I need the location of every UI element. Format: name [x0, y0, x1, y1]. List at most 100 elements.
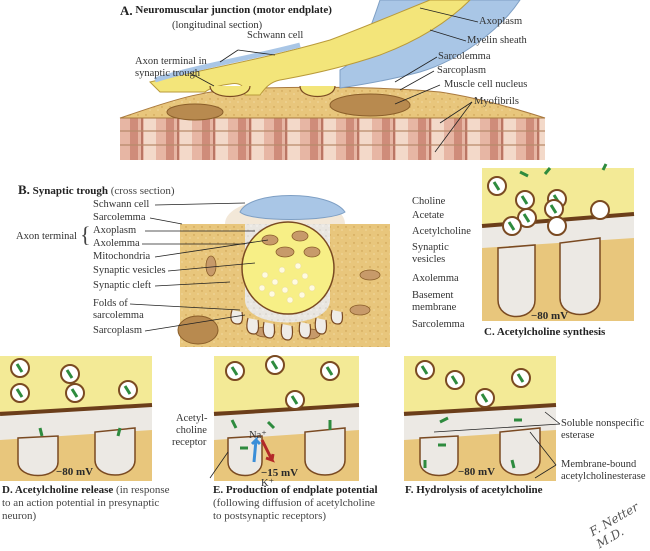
acetylcholine-molecule	[266, 420, 276, 430]
acetylcholine-molecule	[116, 427, 122, 437]
label-b-folds-2: sarcolemma	[93, 310, 144, 321]
vesicle-layer	[10, 163, 610, 469]
schwann-cell-shape	[154, 42, 301, 83]
label-b-schwann-cell: Schwann cell	[93, 199, 150, 210]
panel-f-voltage: −80 mV	[458, 466, 496, 478]
label-f-soluble-1: Soluble nonspecific	[561, 418, 645, 429]
acetylcholine-molecule	[123, 385, 132, 395]
panel-a-artwork	[119, 0, 546, 160]
acetylcholine-molecule	[270, 360, 279, 370]
label-c-acetate: Acetate	[412, 210, 445, 221]
label-c-synaptic-vesicles-1: Synaptic	[412, 242, 449, 253]
synaptic-vesicle	[547, 216, 567, 236]
acetylcholine-molecule	[230, 366, 239, 376]
acetylcholine-molecule	[519, 170, 529, 178]
muscle-nucleus-shape	[166, 103, 224, 121]
panel-e-title-bold: E. Production of endplate potential	[213, 484, 378, 496]
label-b-folds-1: Folds of	[93, 298, 128, 309]
panel-d-subtitle-3: neuron)	[2, 510, 37, 522]
label-c-basement-1: Basement	[412, 290, 454, 301]
label-c-sarcolemma: Sarcolemma	[412, 319, 465, 330]
acetylcholine-molecule	[507, 221, 516, 231]
label-a-muscle-cell-nucleus: Muscle cell nucleus	[444, 79, 528, 90]
acetylcholine-molecule	[15, 363, 24, 373]
label-f-soluble-2: esterase	[561, 430, 595, 441]
acetylcholine-molecule	[522, 213, 531, 223]
k-arrow	[260, 439, 275, 463]
synaptic-vesicle	[590, 200, 610, 220]
label-c-synaptic-vesicles-2: vesicles	[412, 254, 446, 265]
panel-b-subtitle: (cross section)	[110, 185, 175, 197]
acetylcholine-molecule	[520, 195, 529, 205]
label-e-na: Na⁺	[249, 430, 267, 441]
acetylcholine-molecule	[549, 204, 558, 214]
panel-d-title-bold: D. Acetylcholine release	[2, 484, 114, 496]
schwann-cell-shape	[239, 195, 346, 220]
myofibrils-shape	[120, 118, 545, 160]
brace-icon: {	[80, 222, 91, 247]
label-e-receptor-3: receptor	[172, 437, 207, 448]
axon-terminal-shape	[209, 85, 251, 97]
acetylcholine-molecule	[450, 375, 459, 385]
sarcolemma-folds	[230, 309, 344, 341]
panel-a-title: A. Neuromuscular junction (motor endplat…	[120, 4, 335, 19]
acetylcholine-molecule	[325, 366, 334, 376]
label-b-synaptic-cleft: Synaptic cleft	[93, 280, 152, 291]
panel-c-voltage: −80 mV	[531, 310, 569, 322]
acetylcholine-molecule	[492, 181, 501, 191]
label-f-membrane-2: acetylcholinesterase	[561, 471, 646, 482]
label-b-sarcoplasm: Sarcoplasm	[93, 325, 142, 336]
acetylcholine-molecule	[516, 373, 525, 383]
panel-d-subtitle-1: (in response	[116, 484, 170, 496]
acetylcholine-molecule	[510, 459, 516, 469]
label-a-myofibrils: Myofibrils	[474, 96, 519, 107]
label-a-myelin-sheath: Myelin sheath	[467, 35, 527, 46]
panel-a-title-bold: Neuromuscular junction (motor endplate)	[135, 4, 332, 16]
acetylcholine-molecule	[543, 167, 552, 175]
label-b-axoplasm: Axoplasm	[93, 225, 137, 236]
axon-shape	[149, 0, 471, 96]
acetylcholine-molecule	[15, 388, 24, 398]
acetylcholine-molecule	[65, 369, 74, 379]
acetylcholine-molecule	[601, 163, 608, 171]
panel-d-voltage: −80 mV	[56, 466, 94, 478]
panel-f-artwork	[403, 356, 561, 481]
label-b-sarcolemma: Sarcolemma	[93, 212, 146, 223]
panel-b-artwork	[129, 195, 390, 347]
label-b-axolemma: Axolemma	[93, 238, 140, 249]
acetylcholine-molecule	[70, 388, 79, 398]
panel-e-voltage: −15 mV	[261, 467, 299, 479]
muscle-nucleus-shape	[329, 93, 411, 117]
label-a-axon-terminal-2: synaptic trough	[135, 68, 201, 79]
label-a-sarcolemma: Sarcolemma	[438, 51, 491, 62]
label-a-schwann-cell: Schwann cell	[247, 30, 304, 41]
axon-terminal-shape	[299, 85, 336, 98]
label-e-receptor-1: Acetyl-	[176, 413, 208, 424]
acetylcholine-molecule	[230, 419, 238, 429]
label-e-k: K⁺	[261, 478, 275, 489]
panel-b-title-bold: Synaptic trough	[32, 185, 108, 197]
panel-e-subtitle-2: to postsynaptic receptors)	[213, 510, 327, 522]
synaptic-vesicles-group	[258, 262, 316, 304]
acetylcholine-molecule	[38, 427, 44, 437]
label-e-receptor-2: choline	[176, 425, 207, 436]
label-a-sarcoplasm: Sarcoplasm	[437, 65, 486, 76]
na-arrow	[250, 436, 262, 463]
acetylcholine-molecule	[439, 416, 449, 424]
panel-b-title: B. Synaptic trough (cross section)	[18, 183, 175, 198]
acetylcholine-molecule	[290, 395, 299, 405]
label-b-mitochondria: Mitochondria	[93, 251, 151, 262]
panel-a-subtitle: (longitudinal section)	[172, 20, 263, 31]
label-b-synaptic-vesicles: Synaptic vesicles	[93, 265, 166, 276]
panel-b-letter: B.	[18, 182, 30, 197]
panel-c-title: C. Acetylcholine synthesis	[484, 326, 606, 338]
label-a-axoplasm: Axoplasm	[479, 16, 523, 27]
mitochondria-group	[205, 230, 381, 340]
label-f-membrane-1: Membrane-bound	[561, 459, 637, 470]
acetylcholine-molecule	[480, 393, 489, 403]
label-c-axolemma: Axolemma	[412, 273, 459, 284]
panel-d-subtitle-2: to an action potential in presynaptic	[2, 497, 160, 509]
label-c-choline: Choline	[412, 196, 446, 207]
panel-d-title: D. Acetylcholine release (in response	[2, 484, 202, 497]
